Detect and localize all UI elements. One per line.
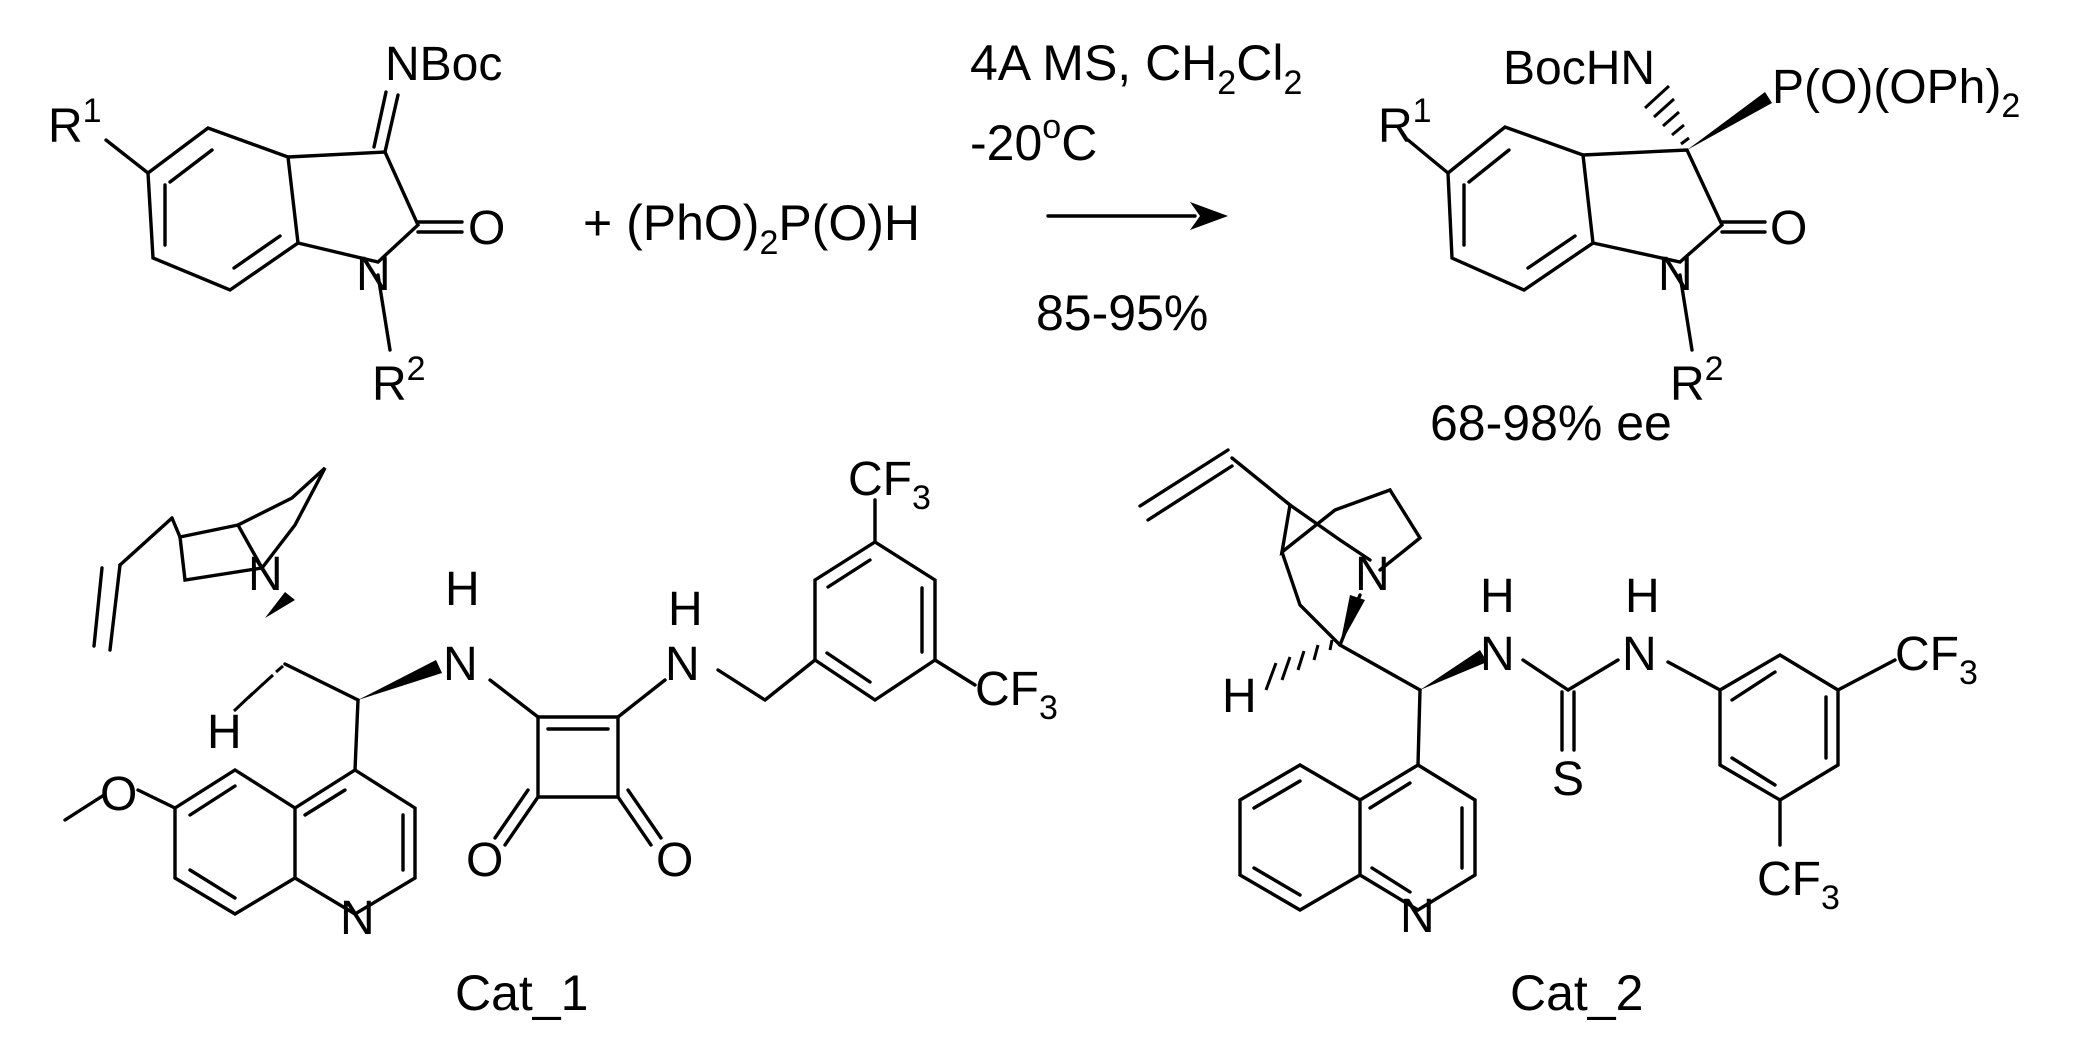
cat1-quinoline-n: N [340, 892, 375, 945]
cat1-h-label: H [207, 706, 242, 759]
r1-label: R1 [48, 92, 102, 153]
ring-nitrogen-label: N [356, 248, 391, 301]
catalyst-2-label: Cat_2 [1510, 965, 1643, 1021]
cat1-methoxy-o: O [100, 768, 137, 821]
cat1-carbonyl-o-right: O [656, 834, 693, 887]
cat2-h-label: H [1222, 670, 1257, 723]
enantiomeric-excess-label: 68-98% ee [1430, 395, 1672, 451]
catalyst-1-label: Cat_1 [455, 965, 588, 1021]
product-oxindole: BocHN P(O)(OPh)2 O N R1 R2 68-98% ee [1378, 42, 2020, 451]
cat2-quinuclidine-n: N [1355, 548, 1390, 601]
cat1-nh2-h: H [668, 583, 703, 636]
cat2-nh1-h: H [1480, 570, 1515, 623]
phosphonate-wedge [1687, 92, 1772, 150]
catalyst-1-structure: N H O N H N H N O O CF3 CF3 Cat_1 [63, 453, 1058, 1021]
conditions-temperature: -20oC [970, 108, 1097, 171]
cat2-nh2-h: H [1625, 570, 1660, 623]
cat2-quinoline-n: N [1400, 890, 1435, 943]
product-r2-label: R2 [1670, 350, 1724, 411]
cat1-carbonyl-o-left: O [466, 834, 503, 887]
phosphite-reagent: + (PhO)2P(O)H [583, 195, 920, 262]
bochn-label: BocHN [1503, 42, 1655, 95]
cat1-cf3-right: CF3 [975, 663, 1058, 727]
reaction-arrow-head [1190, 202, 1228, 230]
phosphonate-label: P(O)(OPh)2 [1772, 61, 2020, 125]
cat2-sulfur-label: S [1552, 753, 1584, 806]
product-carbonyl-oxygen: O [1770, 202, 1807, 255]
yield-label: 85-95% [1036, 285, 1208, 341]
carbonyl-oxygen-label: O [468, 202, 505, 255]
nhboc-hashed-bond [1643, 84, 1690, 146]
r2-label: R2 [372, 350, 426, 411]
conditions-line-1: 4A MS, CH2Cl2 [970, 35, 1302, 102]
product-r1-label: R1 [1378, 92, 1432, 153]
product-nitrogen-label: N [1658, 248, 1693, 301]
nboc-label: NBoc [385, 38, 502, 91]
cat1-nh2-n: N [665, 638, 700, 691]
cat1-nh1-h: H [445, 563, 480, 616]
cat1-cf3-top: CF3 [848, 453, 931, 517]
sm-benzene-ring [146, 126, 300, 292]
cat1-nh1-n: N [443, 638, 478, 691]
cat1-quinuclidine-n: N [248, 548, 283, 601]
starting-isatin-imine: NBoc O N R1 R2 [48, 38, 505, 411]
reaction-conditions: 4A MS, CH2Cl2 -20oC 85-95% [970, 35, 1302, 341]
cat2-cf3-top: CF3 [1895, 628, 1978, 692]
cat2-cf3-bottom: CF3 [1757, 853, 1840, 917]
catalyst-2-structure: N H N H N H N S CF3 CF3 Cat_2 [1138, 448, 1978, 1021]
cat2-nh2-n: N [1622, 628, 1657, 681]
cat2-nh1-n: N [1480, 628, 1515, 681]
